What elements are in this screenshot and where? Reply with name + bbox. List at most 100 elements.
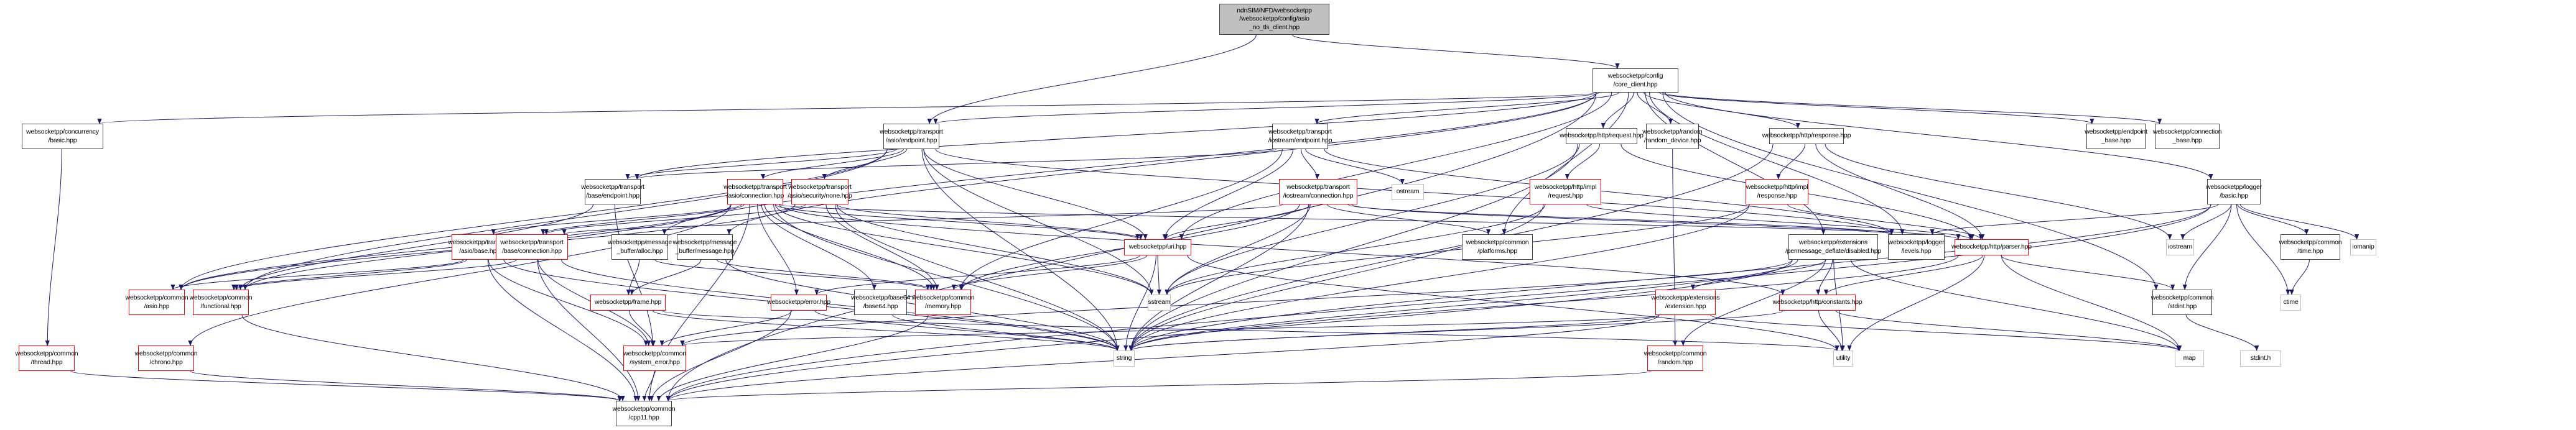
node-concurrency-basic[interactable]: websocketpp/concurrency /basic.hpp [22,124,103,149]
edge-http_impl_request-to-http_parser [1586,204,1973,240]
edge-core_client-to-base_endpoint [635,92,1597,180]
edge-asio_base-to-common_functional [231,259,467,290]
edge-iostream_endpoint-to-logger_levels [1324,149,1894,235]
node-common-cpp11[interactable]: websocketpp/common /cpp11.hpp [613,401,676,426]
node-http-request[interactable]: websocketpp/http/request.hpp [1560,128,1644,144]
edge-iostream_connection-to-uri [1163,204,1311,240]
edge-asio_endpoint-to-base_endpoint [625,149,897,180]
edge-base_connection-to-string [561,259,1120,351]
edge-logger_basic-to-ctime [2236,204,2290,295]
edge-asio_connection-to-sstream [774,204,1154,295]
node-common-stdint[interactable]: websocketpp/common /stdint.hpp [2151,290,2214,315]
edge-asio_endpoint-to-string [921,149,1120,351]
edge-asio_connection-to-cpp11 [647,204,750,401]
edge-http_impl_request-to-string [1128,204,1544,351]
node-iostream-connection[interactable]: websocketpp/transport /iostream/connecti… [1279,179,1357,204]
edge-http_response-to-iostream [1825,144,2172,240]
edge-pmd_disabled-to-map [1851,259,2181,351]
node-asio-endpoint[interactable]: websocketpp/transport /asio/endpoint.hpp [880,124,943,149]
edge-logger_basic-to-iomanip [2239,204,2360,240]
node-iomanip[interactable]: iomanip [2350,239,2376,255]
edge-http_request-to-string [1128,144,1578,351]
node-connection-base[interactable]: websocketpp/connection _base.hpp [2153,124,2221,149]
edge-common_stdint-to-stdint_h [2185,314,2259,351]
node-error[interactable]: websocketpp/error.hpp [767,295,830,311]
node-common-functional[interactable]: websocketpp/common /functional.hpp [190,290,253,315]
edge-iostream_endpoint-to-base_endpoint [635,149,1276,180]
edge-iostream_connection-to-sstream [1165,204,1311,295]
node-frame[interactable]: websocketpp/frame.hpp [590,295,666,311]
edge-http_response-to-string [1128,144,1774,351]
node-ostream[interactable]: ostream [1392,184,1424,200]
node-common-time[interactable]: websocketpp/common /time.hpp [2279,234,2342,260]
node-random-device[interactable]: websocketpp/random /random_device.hpp [1642,124,1703,149]
node-sstream[interactable]: sstream [1148,295,1171,311]
node-base64[interactable]: websocketpp/base64 /base64.hpp [851,290,910,315]
node-http-response[interactable]: websocketpp/http/response.hpp [1762,128,1851,144]
node-base-connection[interactable]: websocketpp/transport /base/connection.h… [496,234,568,260]
edge-http_impl_request-to-sstream [1165,204,1546,295]
edge-iostream_endpoint-to-common_memory [959,149,1283,290]
node-http-impl-request[interactable]: websocketpp/http/impl /request.hpp [1530,179,1601,204]
edge-extension-to-cpp11 [666,314,1660,401]
node-common-memory[interactable]: websocketpp/common /memory.hpp [912,290,975,315]
node-root-file[interactable]: ndnSIM/NFD/websocketpp /websocketpp/conf… [1219,4,1329,35]
edge-frame-to-utility [661,310,1839,351]
edge-core_client-to-http_request [1601,92,1634,129]
edge-logger_basic-to-logger_levels [1930,204,2218,235]
node-http-constants[interactable]: websocketpp/http/constants.hpp [1773,295,1862,311]
node-common-asio[interactable]: websocketpp/common /asio.hpp [126,290,188,315]
node-core-client[interactable]: websocketpp/config /core_client.hpp [1593,68,1678,93]
node-iostream[interactable]: iostream [2166,239,2194,255]
node-string[interactable]: string [1114,350,1135,367]
edge-http_parser-to-utility [1847,255,1985,351]
edge-http_parser-to-common_stdint [2001,255,2175,290]
edge-iostream_endpoint-to-iostream_connection [1300,149,1320,180]
edge-logger_basic-to-common_stdint [2182,204,2232,290]
edge-logger_basic-to-iostream [2180,204,2232,240]
edge-system_error-to-cpp11 [642,370,655,401]
node-http-impl-response[interactable]: websocketpp/http/impl /response.hpp [1746,179,1808,204]
edge-core_client-to-connection_base [1662,92,2162,124]
node-base-endpoint[interactable]: websocketpp/transport /base/endpoint.hpp [581,179,644,204]
node-endpoint-base[interactable]: websocketpp/endpoint _base.hpp [2085,124,2147,149]
node-ctime[interactable]: ctime [2281,295,2301,311]
node-map[interactable]: map [2175,350,2204,367]
node-http-parser[interactable]: websocketpp/http/parser.hpp [1951,239,2032,255]
node-common-platforms[interactable]: websocketpp/common /platforms.hpp [1462,234,1533,260]
edge-core_client-to-msgbuf_message [727,92,1597,235]
edge-http_constants-to-string [1128,310,1783,351]
node-stdint-h[interactable]: stdint.h [2240,350,2281,367]
edge-asio_base-to-system_error [488,259,648,346]
node-utility[interactable]: utility [1833,350,1853,367]
node-common-chrono[interactable]: websocketpp/common /chrono.hpp [135,345,198,371]
edge-common_thread-to-cpp11 [70,370,622,401]
edge-http_impl_response-to-string [1128,204,1750,351]
node-message-buffer-message[interactable]: websocketpp/message _buffer/message.hpp [673,234,737,260]
edge-asio_endpoint-to-sstream [923,149,1154,295]
edge-uri-to-common_memory [951,255,1148,290]
node-asio-security-none[interactable]: websocketpp/transport /asio/security/non… [788,179,852,204]
node-iostream-endpoint[interactable]: websocketpp/transport /iostream/endpoint… [1268,124,1332,149]
node-logger-levels[interactable]: websocketpp/logger /levels.hpp [1888,234,1945,260]
edge-asio_security_none-to-uri [836,204,1143,240]
edge-logger_basic-to-string [1128,204,2211,351]
node-common-thread[interactable]: websocketpp/common /thread.hpp [16,345,78,371]
edge-base_connection-to-common_functional [234,259,517,290]
edge-extension-to-system_error [681,314,1660,346]
edge-msgbuf_alloc-to-common_memory [654,259,931,290]
node-message-buffer-alloc[interactable]: websocketpp/message _buffer/alloc.hpp [608,234,672,260]
edge-root-to-asio_endpoint [927,34,1257,124]
edge-asio_endpoint-to-uri [923,149,1148,240]
node-asio-connection[interactable]: websocketpp/transport /asio/connection.h… [723,179,787,204]
node-common-random[interactable]: websocketpp/common /random.hpp [1644,345,1707,371]
node-uri[interactable]: websocketpp/uri.hpp [1124,239,1191,255]
edge-asio_connection-to-base_connection [541,204,745,235]
edge-iostream_connection-to-http_parser [1351,204,1961,240]
edge-http_constants-to-utility [1818,310,1844,351]
node-extension[interactable]: websocketpp/extensions /extension.hpp [1652,290,1720,315]
node-system-error[interactable]: websocketpp/common /system_error.hpp [623,345,686,371]
node-permessage-deflate-disabled[interactable]: websocketpp/extensions /permessage_defla… [1785,234,1881,260]
node-logger-basic[interactable]: websocketpp/logger /basic.hpp [2206,179,2262,204]
